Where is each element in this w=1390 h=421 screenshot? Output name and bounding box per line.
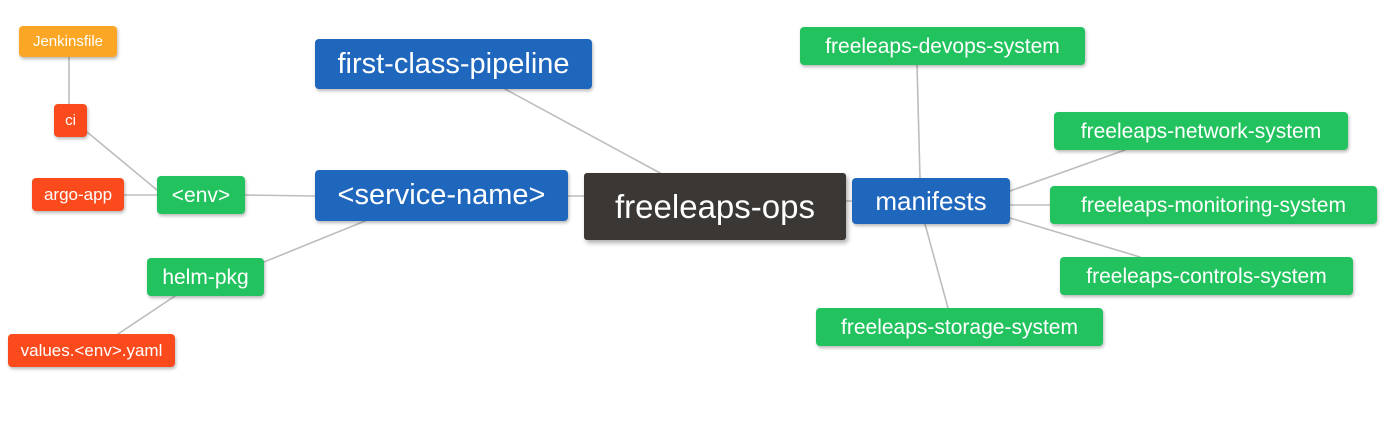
node-manifests[interactable]: manifests [852,178,1010,224]
node-service-name[interactable]: <service-name> [315,170,568,221]
node-label: freeleaps-monitoring-system [1081,193,1346,217]
node-ci[interactable]: ci [54,104,87,137]
edge-service-name-to-helm-pkg [263,220,366,263]
node-values-env-yaml[interactable]: values.<env>.yaml [8,334,175,367]
node-helm-pkg[interactable]: helm-pkg [147,258,264,296]
edge-env-to-service-name [244,194,316,197]
node-freeleaps-network-system[interactable]: freeleaps-network-system [1054,112,1348,150]
node-freeleaps-storage-system[interactable]: freeleaps-storage-system [816,308,1103,346]
edge-first-class-pipeline-to-freeleaps-ops [504,88,661,174]
node-label: freeleaps-controls-system [1086,264,1327,288]
node-label: ci [65,112,76,129]
node-freeleaps-controls-system[interactable]: freeleaps-controls-system [1060,257,1353,295]
node-label: first-class-pipeline [337,47,570,80]
node-freeleaps-monitoring-system[interactable]: freeleaps-monitoring-system [1050,186,1377,224]
node-label: freeleaps-ops [615,188,815,225]
node-label: freeleaps-storage-system [841,315,1078,339]
node-label: <service-name> [337,179,546,211]
node-label: freeleaps-devops-system [825,34,1060,58]
node-freeleaps-devops-system[interactable]: freeleaps-devops-system [800,27,1085,65]
node-label: <env> [171,183,231,207]
node-label: values.<env>.yaml [20,341,163,360]
node-label: Jenkinsfile [32,33,104,50]
node-jenkinsfile[interactable]: Jenkinsfile [19,26,117,57]
edge-manifests-to-freeleaps-storage-system [924,223,949,309]
node-label: manifests [875,186,987,216]
node-label: freeleaps-network-system [1080,119,1322,143]
edge-manifests-to-freeleaps-network-system [1009,149,1126,192]
node-env[interactable]: <env> [157,176,245,214]
node-argo-app[interactable]: argo-app [32,178,124,211]
edge-helm-pkg-to-values-env-yaml [117,295,176,335]
node-freeleaps-ops[interactable]: freeleaps-ops [584,173,846,240]
node-first-class-pipeline[interactable]: first-class-pipeline [315,39,592,89]
node-label: helm-pkg [162,265,249,289]
edge-manifests-to-freeleaps-devops-system [916,64,921,179]
node-label: argo-app [43,185,113,204]
